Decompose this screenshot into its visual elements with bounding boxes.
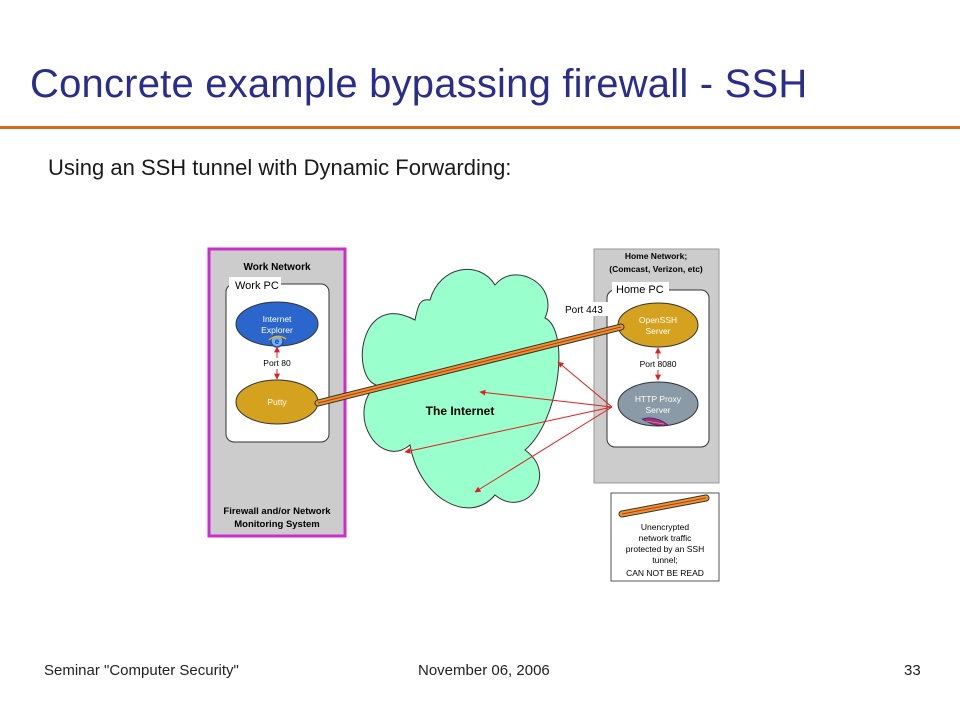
work-network-label: Work Network — [243, 262, 310, 273]
footer-date: November 06, 2006 — [418, 662, 550, 679]
legend-box: Unencrypted network traffic protected by… — [610, 492, 720, 582]
firewall-label-line1: Firewall and/or Network — [223, 506, 331, 517]
title-divider — [0, 126, 960, 129]
internet-explorer-icon: e — [268, 334, 287, 348]
svg-text:e: e — [275, 337, 280, 346]
openssh-label-2: Server — [645, 326, 670, 336]
openssh-server-node — [617, 302, 699, 348]
legend-line-4: tunnel; — [652, 555, 678, 565]
ssh-tunnel: Port 443 — [314, 302, 625, 407]
slide-title: Concrete example bypassing firewall - SS… — [30, 62, 808, 106]
work-pc-label: Work PC — [235, 280, 279, 292]
home-pc-box: Home PC OpenSSH Server Port 8080 HTTP Pr… — [606, 282, 710, 448]
work-pc-box: Work PC Internet Explorer e Port 80 Putt… — [225, 277, 330, 443]
home-pc-label: Home PC — [616, 284, 664, 296]
legend-line-2: network traffic — [639, 533, 693, 543]
footer-page-number: 33 — [904, 662, 921, 679]
internet-explorer-label-2: Explorer — [261, 325, 293, 335]
proxy-feather-icon — [641, 417, 669, 427]
internet-label: The Internet — [426, 404, 495, 418]
slide-subtitle: Using an SSH tunnel with Dynamic Forward… — [48, 155, 512, 180]
openssh-label-1: OpenSSH — [639, 315, 677, 325]
internet-explorer-label-1: Internet — [263, 314, 292, 324]
legend-line-1: Unencrypted — [641, 522, 689, 532]
footer-course-title: Seminar "Computer Security" — [44, 662, 239, 679]
legend-line-5: CAN NOT BE READ — [626, 568, 704, 578]
proxy-label-2: Server — [645, 405, 670, 415]
internet-cloud: The Internet — [361, 269, 560, 509]
work-port-label: Port 80 — [263, 358, 291, 368]
firewall-label-line2: Monitoring System — [234, 519, 320, 530]
home-network-label-2: (Comcast, Verizon, etc) — [609, 264, 703, 274]
home-port-label: Port 8080 — [640, 359, 677, 369]
http-proxy-server-node — [617, 381, 699, 427]
legend-line-3: protected by an SSH — [626, 544, 704, 554]
home-network-label-1: Home Network; — [625, 251, 688, 261]
proxy-traffic-arrows — [404, 361, 613, 493]
tunnel-port-label: Port 443 — [565, 305, 603, 316]
putty-label: Putty — [267, 397, 287, 407]
proxy-label-1: HTTP Proxy — [635, 394, 682, 404]
